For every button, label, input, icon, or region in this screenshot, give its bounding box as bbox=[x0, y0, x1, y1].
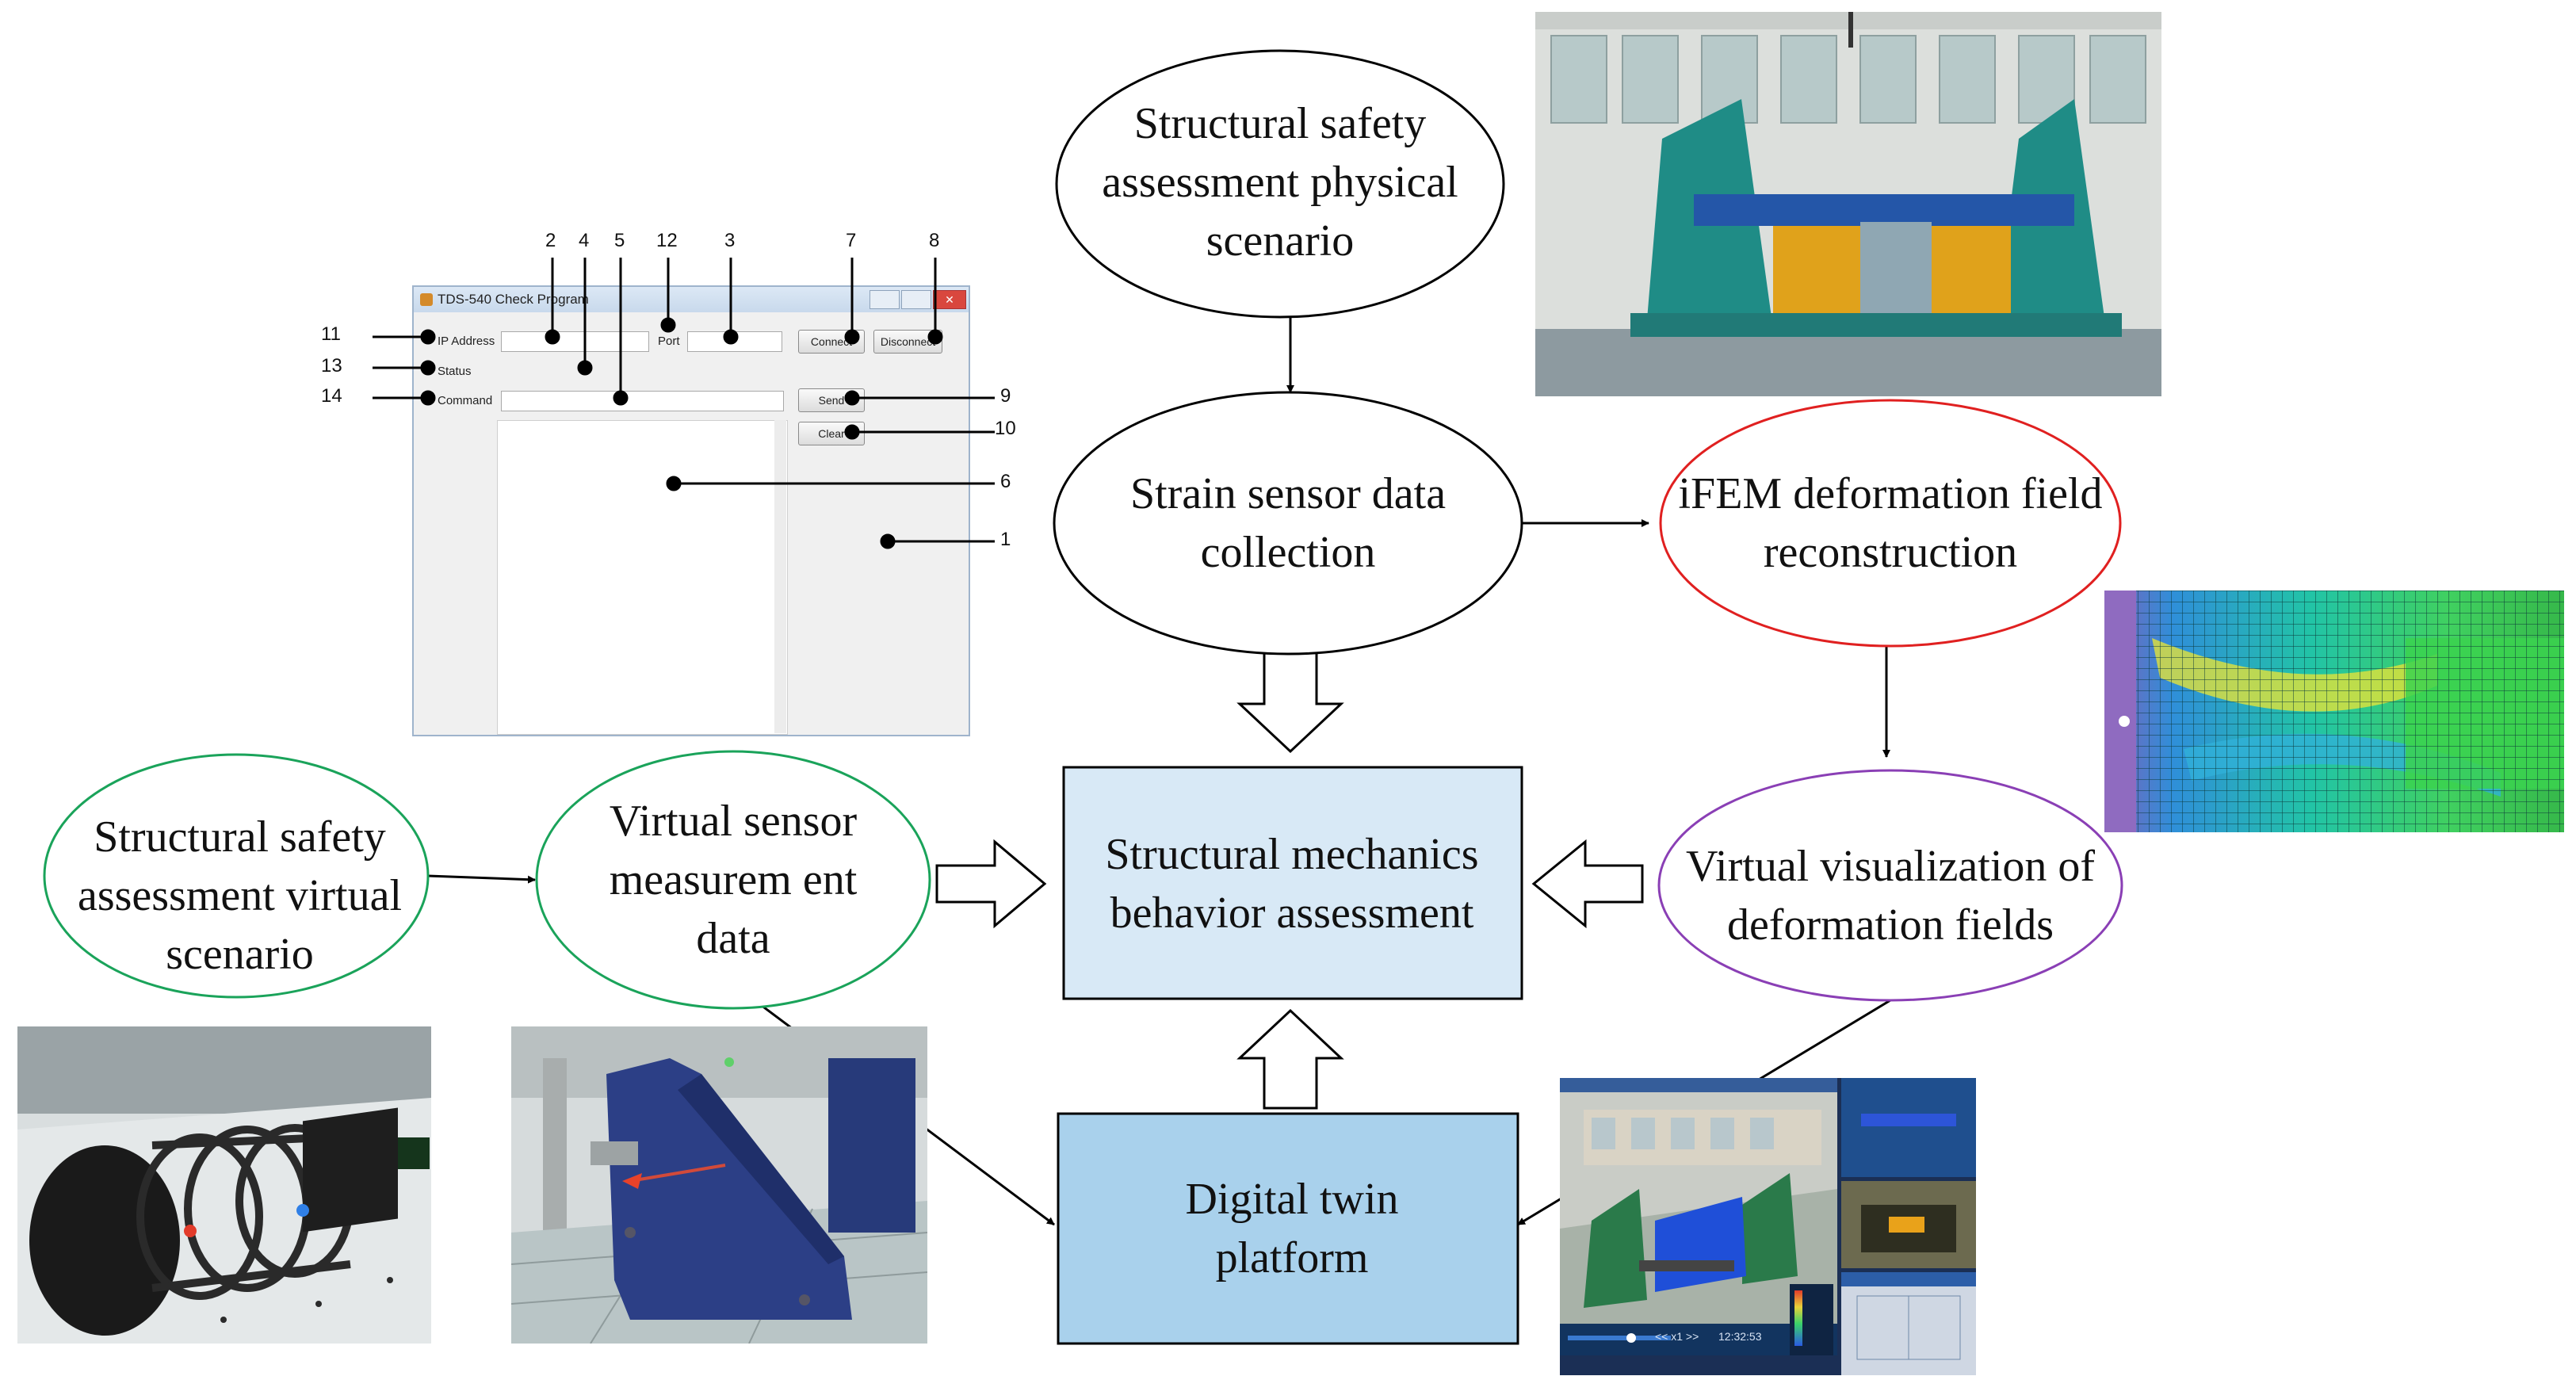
callout-13: 13 bbox=[321, 355, 342, 377]
node-strain-label: Strain sensor data collection bbox=[1129, 469, 1447, 577]
ellipse-ifem bbox=[1659, 399, 2122, 648]
box-twin bbox=[1057, 1112, 1519, 1345]
callout-11: 11 bbox=[321, 323, 341, 345]
port-label: Port bbox=[658, 334, 680, 348]
callout-4: 4 bbox=[579, 230, 590, 251]
node-visualization-label: Virtual visualization of deformation fie… bbox=[1685, 842, 2096, 950]
block-arrow-sensor-to-behavior bbox=[935, 839, 1047, 929]
callout-2: 2 bbox=[545, 230, 556, 251]
callout-7: 7 bbox=[846, 230, 857, 251]
virtual-sensor-render bbox=[511, 1026, 927, 1344]
digital-twin-drawing bbox=[1560, 1078, 1976, 1375]
playback-controls[interactable]: << x1 >> bbox=[1655, 1330, 1699, 1343]
callout-6: 6 bbox=[1000, 471, 1011, 492]
command-label: Command bbox=[438, 394, 493, 407]
close-icon[interactable]: ✕ bbox=[933, 290, 966, 309]
node-physical-label: Structural safety assessment physical sc… bbox=[1102, 99, 1458, 266]
ellipse-strain bbox=[1053, 391, 1523, 656]
callout-9: 9 bbox=[1000, 385, 1011, 407]
deformation-render-drawing bbox=[2104, 591, 2564, 832]
maximize-icon[interactable] bbox=[901, 290, 931, 309]
tds-check-dialog: TDS-540 Check Program ✕ IP Address Port … bbox=[412, 285, 970, 736]
callout-8: 8 bbox=[929, 230, 940, 251]
command-input[interactable] bbox=[501, 391, 784, 411]
callout-12: 12 bbox=[656, 230, 678, 251]
lab-photo bbox=[1535, 12, 2161, 396]
block-arrow-visualization-to-behavior bbox=[1531, 839, 1644, 929]
callout-3: 3 bbox=[724, 230, 736, 251]
digital-twin-screenshot: << x1 >> 12:32:53 bbox=[1560, 1078, 1976, 1375]
virtual-scenario-render bbox=[17, 1026, 431, 1344]
ellipse-virtual-sensor bbox=[535, 750, 931, 1010]
ellipse-physical bbox=[1055, 49, 1505, 319]
callout-10: 10 bbox=[995, 418, 1016, 439]
output-textarea[interactable] bbox=[497, 420, 788, 735]
callout-5: 5 bbox=[614, 230, 625, 251]
node-virtual-sensor-label: Virtual sensor measurem ent data bbox=[609, 797, 858, 963]
block-arrow-twin-to-behavior bbox=[1236, 1008, 1344, 1110]
virtual-sensor-drawing bbox=[511, 1026, 927, 1344]
node-twin-label: Digital twin platform bbox=[1185, 1175, 1399, 1282]
lab-photo-drawing bbox=[1535, 12, 2161, 396]
callout-1: 1 bbox=[1000, 529, 1011, 550]
box-behavior bbox=[1062, 766, 1523, 1000]
ip-input[interactable] bbox=[501, 331, 649, 352]
node-behavior-label: Structural mechanics behavior assessment bbox=[1105, 830, 1479, 938]
ellipse-virtual-scenario bbox=[43, 753, 430, 999]
status-label: Status bbox=[438, 365, 472, 378]
scrollbar[interactable] bbox=[774, 420, 786, 733]
node-ifem-label: iFEM deformation field reconstruction bbox=[1678, 469, 2103, 577]
minimize-icon[interactable] bbox=[869, 290, 900, 309]
app-icon bbox=[420, 293, 433, 306]
node-virtual-scenario-label: Structural safety assessment virtual sce… bbox=[77, 812, 403, 979]
block-arrow-strain-to-behavior bbox=[1236, 650, 1344, 754]
deformation-render bbox=[2104, 591, 2564, 832]
callout-14: 14 bbox=[321, 385, 342, 407]
ip-label: IP Address bbox=[438, 334, 495, 348]
ellipse-visualization bbox=[1657, 769, 2123, 1002]
timestamp: 12:32:53 bbox=[1718, 1330, 1762, 1343]
arrow-scenario-to-sensor bbox=[427, 874, 536, 884]
virtual-scenario-drawing bbox=[17, 1026, 431, 1344]
